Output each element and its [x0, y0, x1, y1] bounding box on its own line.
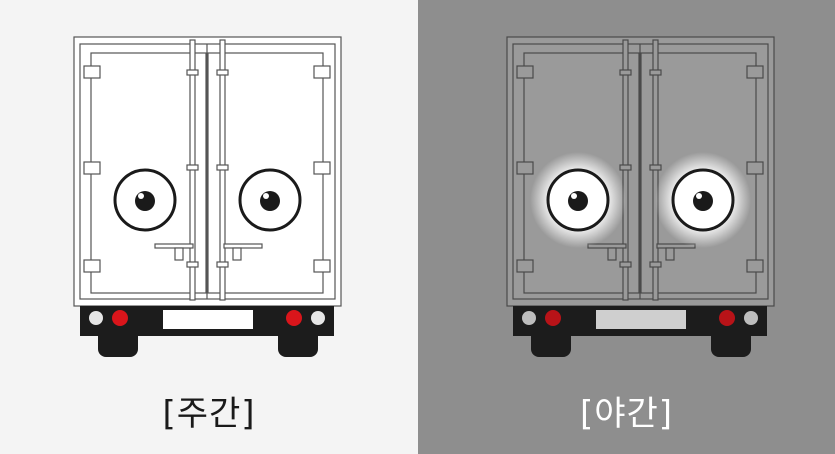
- door-handle: [154, 243, 194, 249]
- hinge: [746, 161, 764, 175]
- glowing-eyes-icon: [530, 152, 751, 248]
- license-plate: [163, 310, 253, 329]
- taillight-white: [89, 311, 103, 325]
- day-caption: [주간]: [162, 394, 256, 434]
- night-panel: [야간]: [418, 0, 835, 454]
- hinge: [746, 65, 764, 79]
- rear-bumper: [80, 306, 334, 357]
- license-plate: [596, 310, 686, 329]
- hinge: [516, 161, 534, 175]
- hinge: [746, 259, 764, 273]
- hinge: [83, 65, 101, 79]
- taillight-white: [311, 311, 325, 325]
- day-panel: [주간]: [0, 0, 418, 454]
- eyes-icon: [113, 168, 302, 232]
- taillight-white: [744, 311, 758, 325]
- hinge: [516, 259, 534, 273]
- hinge: [516, 65, 534, 79]
- taillight-white: [522, 311, 536, 325]
- night-caption: [야간]: [579, 394, 674, 434]
- taillight-red: [719, 310, 735, 326]
- truck-rear-day: [73, 36, 342, 357]
- hinge: [83, 161, 101, 175]
- hinge: [313, 65, 331, 79]
- hinge: [313, 161, 331, 175]
- truck-body: [73, 36, 342, 307]
- door-handle: [223, 243, 263, 249]
- hinge: [83, 259, 101, 273]
- taillight-red: [112, 310, 128, 326]
- hinge: [313, 259, 331, 273]
- taillight-red: [545, 310, 561, 326]
- taillight-red: [286, 310, 302, 326]
- rear-bumper: [513, 306, 767, 357]
- truck-rear-night: [506, 36, 775, 357]
